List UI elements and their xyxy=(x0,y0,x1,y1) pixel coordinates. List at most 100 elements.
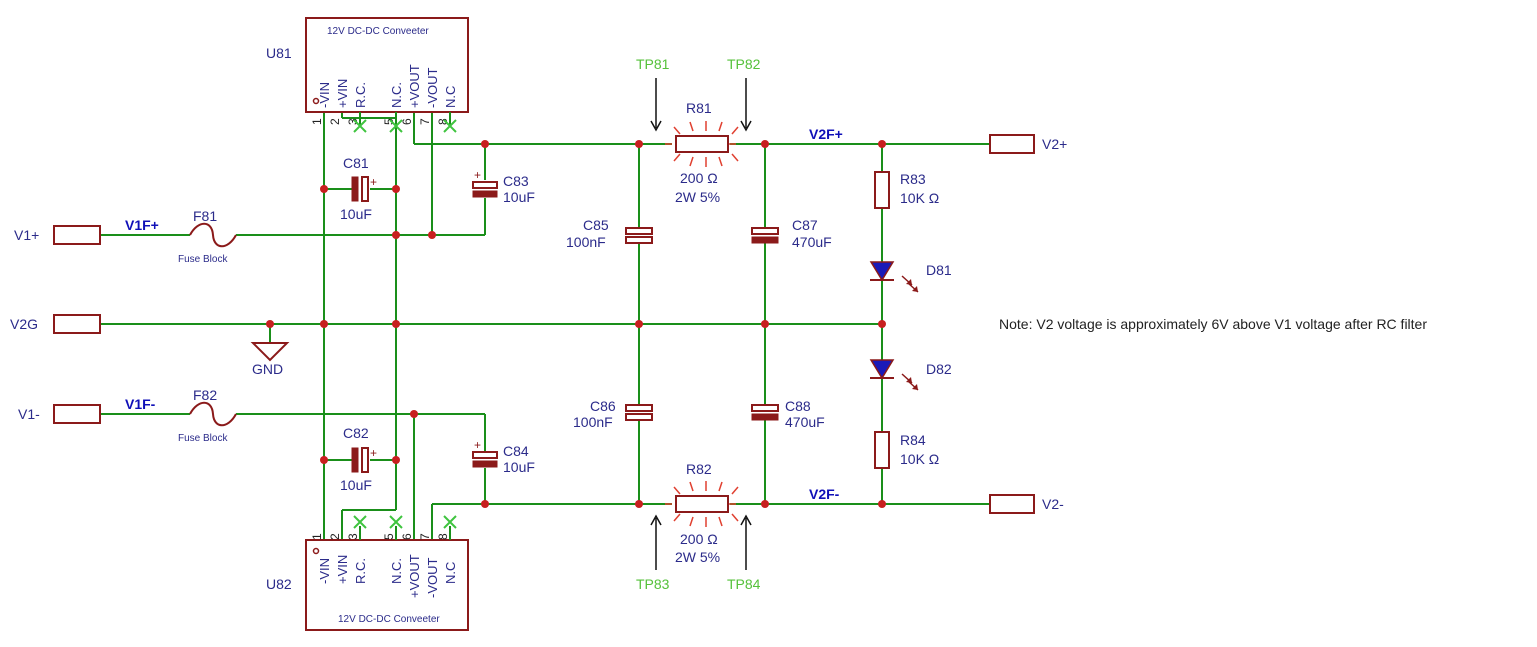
capacitor-c83[interactable]: + C83 10uF xyxy=(472,168,535,205)
capacitor-c82[interactable]: + C82 10uF xyxy=(340,425,377,493)
r84-ref: R84 xyxy=(900,432,926,448)
fuse-f81[interactable]: F81 Fuse Block xyxy=(178,208,237,265)
r83-ref: R83 xyxy=(900,171,926,187)
r83-value: 10K Ω xyxy=(900,190,939,206)
u82-ref: U82 xyxy=(266,576,292,592)
u81-title: 12V DC-DC Conveeter xyxy=(327,26,429,37)
tp84-label: TP84 xyxy=(727,576,761,592)
u81-pin-vout-minus: -VOUT xyxy=(425,68,440,109)
wires xyxy=(100,112,990,540)
capacitor-c87[interactable]: C87 470uF xyxy=(751,217,832,250)
resistor-r84[interactable]: R84 10K Ω xyxy=(874,431,939,469)
junctions xyxy=(266,140,886,508)
test-point-tp81[interactable]: TP81 xyxy=(636,56,670,132)
connector-v1minus-label: V1- xyxy=(18,406,40,422)
capacitor-c84[interactable]: + C84 10uF xyxy=(472,438,535,475)
r81-rating: 2W 5% xyxy=(675,189,720,205)
led-d82[interactable]: D82 xyxy=(869,359,952,391)
tp83-label: TP83 xyxy=(636,576,670,592)
converter-u81[interactable]: 12V DC-DC Conveeter U81 -VIN +VIN R.C. N… xyxy=(266,17,469,126)
c87-value: 470uF xyxy=(792,234,832,250)
u82-pin-vin-plus: +VIN xyxy=(335,555,350,584)
c83-plus: + xyxy=(474,168,481,182)
c84-plus: + xyxy=(474,438,481,452)
u81-pin-nc1: N.C. xyxy=(389,82,404,108)
led-d81[interactable]: D81 xyxy=(869,261,952,293)
net-label-v2f-plus: V2F+ xyxy=(809,126,843,142)
u82-pin-vin-minus: -VIN xyxy=(317,558,332,584)
capacitor-c88[interactable]: C88 470uF xyxy=(751,398,825,430)
test-point-tp83[interactable]: TP83 xyxy=(636,514,670,592)
r81-ref: R81 xyxy=(686,100,712,116)
test-point-tp84[interactable]: TP84 xyxy=(727,514,761,592)
c87-ref: C87 xyxy=(792,217,818,233)
resistor-r83[interactable]: R83 10K Ω xyxy=(874,171,939,209)
net-label-v1f-minus: V1F- xyxy=(125,396,156,412)
d81-ref: D81 xyxy=(926,262,952,278)
u82-pinnum-2: 2 xyxy=(328,533,342,540)
fuse-f82-desc: Fuse Block xyxy=(178,433,228,444)
u82-pinnum-3: 3 xyxy=(346,533,360,540)
tp81-label: TP81 xyxy=(636,56,670,72)
capacitor-c85[interactable]: C85 100nF xyxy=(566,217,653,250)
fuse-f81-desc: Fuse Block xyxy=(178,254,228,265)
capacitor-c81[interactable]: + C81 10uF xyxy=(340,155,377,222)
c82-ref: C82 xyxy=(343,425,369,441)
u82-pinnum-6: 6 xyxy=(400,533,414,540)
ground-symbol: GND xyxy=(250,324,290,377)
resistor-r81[interactable]: R81 200 Ω 2W 5% xyxy=(665,100,739,205)
u82-pin-numbers: 1 2 3 5 6 7 8 xyxy=(310,533,450,540)
c85-ref: C85 xyxy=(583,217,609,233)
net-label-v1f-plus: V1F+ xyxy=(125,217,159,233)
u81-pin-labels: -VIN +VIN R.C. N.C. +VOUT -VOUT N.C xyxy=(317,64,458,108)
u81-pinnum-2: 2 xyxy=(328,118,342,125)
connector-v1plus[interactable]: V1+ xyxy=(14,225,101,245)
r82-rating: 2W 5% xyxy=(675,549,720,565)
u81-pinnum-3: 3 xyxy=(346,118,360,125)
note-text: Note: V2 voltage is approximately 6V abo… xyxy=(999,316,1427,332)
capacitor-c86[interactable]: C86 100nF xyxy=(573,398,653,430)
u82-pinnum-5: 5 xyxy=(382,533,396,540)
c81-plus: + xyxy=(370,175,377,189)
r81-value: 200 Ω xyxy=(680,170,718,186)
u81-pinnum-6: 6 xyxy=(400,118,414,125)
r81-glow xyxy=(665,121,739,167)
converter-u82[interactable]: 12V DC-DC Conveeter U82 -VIN +VIN R.C. N… xyxy=(266,526,469,631)
fuse-f81-ref: F81 xyxy=(193,208,217,224)
r82-ref: R82 xyxy=(686,461,712,477)
connector-v1minus[interactable]: V1- xyxy=(18,404,101,424)
connector-v2minus-label: V2- xyxy=(1042,496,1064,512)
u81-pin-rc: R.C. xyxy=(353,82,368,108)
connector-v2g[interactable]: V2G xyxy=(10,314,101,334)
u81-pinnum-5: 5 xyxy=(382,118,396,125)
c83-ref: C83 xyxy=(503,173,529,189)
u82-pin-labels: -VIN +VIN R.C. N.C. +VOUT -VOUT N.C xyxy=(317,554,458,598)
test-point-tp82[interactable]: TP82 xyxy=(727,56,761,132)
u82-pinnum-1: 1 xyxy=(310,533,324,540)
c85-value: 100nF xyxy=(566,234,606,250)
c88-value: 470uF xyxy=(785,414,825,430)
c84-value: 10uF xyxy=(503,459,535,475)
u82-pinnum-7: 7 xyxy=(418,533,432,540)
r82-value: 200 Ω xyxy=(680,531,718,547)
tp82-label: TP82 xyxy=(727,56,761,72)
c81-ref: C81 xyxy=(343,155,369,171)
connector-v2plus[interactable]: V2+ xyxy=(989,134,1067,154)
fuse-f82[interactable]: F82 Fuse Block xyxy=(178,387,237,444)
c82-value: 10uF xyxy=(340,477,372,493)
u82-title: 12V DC-DC Conveeter xyxy=(338,614,440,625)
ground-label: GND xyxy=(252,361,283,377)
u81-pin-numbers: 1 2 3 5 6 7 8 xyxy=(310,118,450,125)
connector-v2g-label: V2G xyxy=(10,316,38,332)
net-label-v2f-minus: V2F- xyxy=(809,486,840,502)
c82-plus: + xyxy=(370,446,377,460)
u81-pinnum-7: 7 xyxy=(418,118,432,125)
fuse-f82-ref: F82 xyxy=(193,387,217,403)
resistor-r82[interactable]: R82 200 Ω 2W 5% xyxy=(665,461,739,565)
u82-pin-vout-minus: -VOUT xyxy=(425,558,440,599)
r84-value: 10K Ω xyxy=(900,451,939,467)
connector-v2minus[interactable]: V2- xyxy=(989,494,1064,514)
connector-v1plus-label: V1+ xyxy=(14,227,39,243)
u82-pin-nc1: N.C. xyxy=(389,558,404,584)
d81-light-arrows-icon xyxy=(901,275,919,293)
